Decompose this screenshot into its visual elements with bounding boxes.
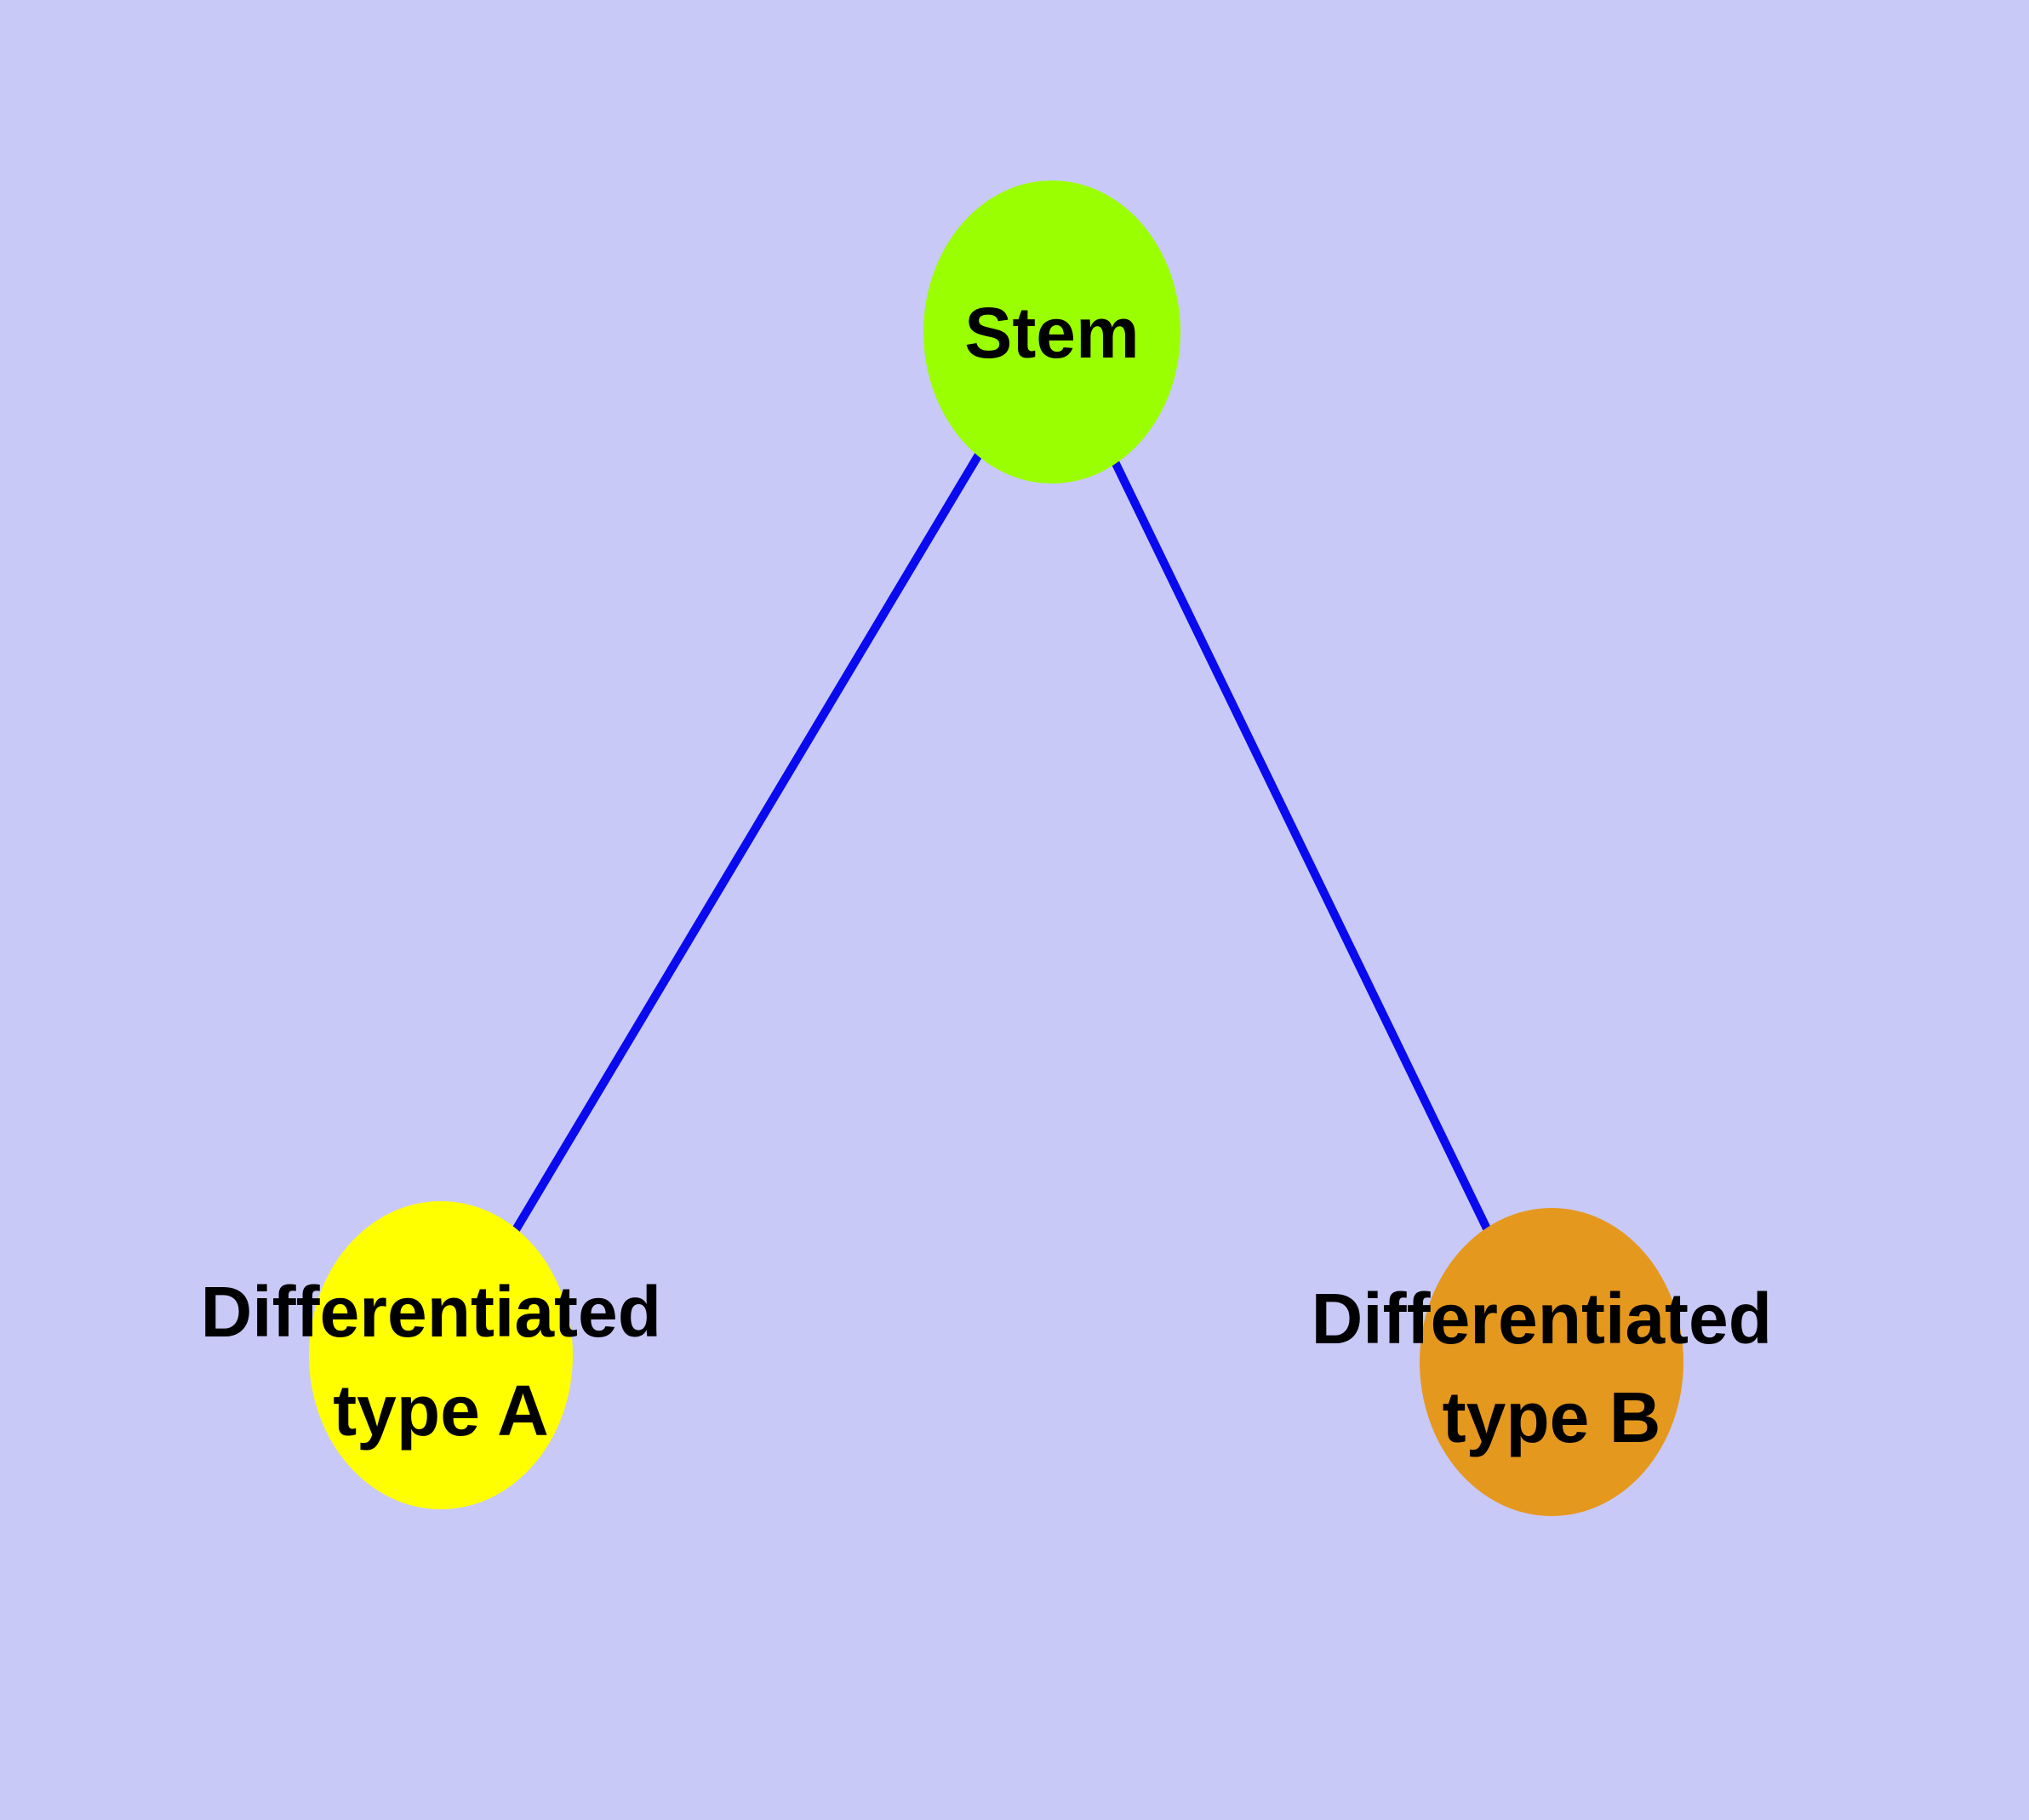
edge-stem-to-type-a [437, 329, 1056, 1358]
edge-stem-to-type-b [1048, 329, 1556, 1365]
node-type-a: Differentiated type A [201, 1201, 682, 1509]
node-type-b-label-line2: type B [1443, 1377, 1661, 1457]
node-type-a-label-line1: Differentiated [201, 1272, 661, 1352]
edge-group [437, 329, 1556, 1365]
node-type-a-shape [309, 1201, 573, 1509]
node-type-b-shape [1420, 1208, 1683, 1516]
node-stem-label: Stem [964, 293, 1139, 373]
node-type-b: Differentiated type B [1312, 1208, 1792, 1516]
node-type-b-label: Differentiated type B [1312, 1279, 1792, 1457]
node-stem-shape [923, 180, 1180, 484]
node-type-a-label: Differentiated type A [201, 1272, 682, 1451]
node-type-a-label-line2: type A [333, 1371, 549, 1451]
node-type-b-label-line1: Differentiated [1312, 1279, 1772, 1359]
node-stem: Stem [923, 180, 1180, 484]
